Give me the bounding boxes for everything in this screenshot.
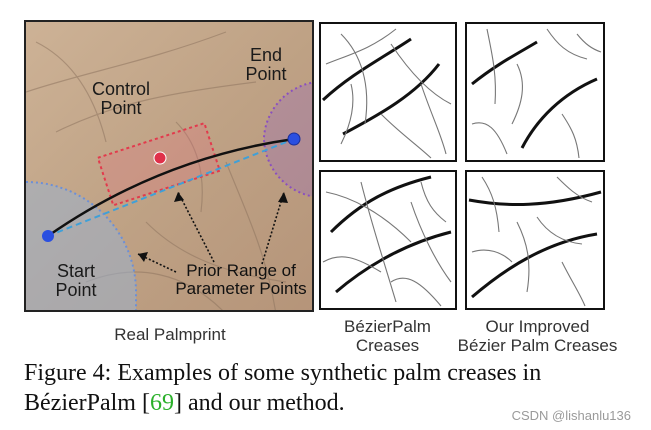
bezierpalm-crease-sample-2 <box>319 170 457 310</box>
caption-text-suffix: ] and our method. <box>173 390 345 417</box>
control-point-marker <box>153 151 167 165</box>
end-prior-region-border <box>262 81 312 198</box>
real-palmprint-image: Control Point End Point Start Point Prio… <box>24 20 314 312</box>
bezierpalm-crease-sample-1 <box>319 22 457 162</box>
end-point-marker <box>287 132 301 146</box>
palm-illustration <box>26 22 312 310</box>
start-prior-region-border <box>26 181 137 310</box>
end-point-label: End Point <box>245 45 287 85</box>
baseline-dashed-line <box>47 138 295 237</box>
start-point-marker <box>42 230 54 242</box>
improved-creases-caption: Our Improved Bézier Palm Creases <box>457 317 618 355</box>
bezierpalm-creases-caption: BézierPalm Creases <box>344 317 431 355</box>
control-point-label: Control Point <box>91 79 151 119</box>
start-point-label: Start Point <box>55 261 97 301</box>
bezier-curve <box>47 137 295 238</box>
figure-caption: Figure 4: Examples of some synthetic pal… <box>24 358 644 419</box>
start-prior-region <box>26 182 136 310</box>
csdn-watermark: CSDN @lishanlu136 <box>511 408 631 423</box>
caption-text-prefix: Figure 4: Examples of some synthetic pal… <box>24 360 542 417</box>
arrow-heads <box>138 192 288 262</box>
improved-crease-sample-2 <box>465 170 605 310</box>
citation-link[interactable]: 69 <box>149 390 174 417</box>
prior-range-arrows <box>137 191 285 273</box>
real-palmprint-caption: Real Palmprint <box>114 325 226 344</box>
prior-range-label: Prior Range of Parameter Points <box>175 261 307 299</box>
improved-crease-sample-1 <box>465 22 605 162</box>
